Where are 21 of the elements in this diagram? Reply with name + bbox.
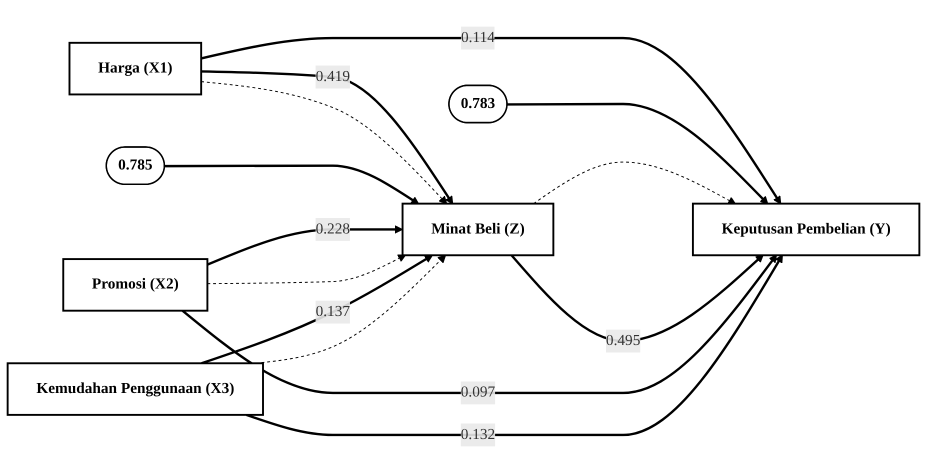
arrow xyxy=(533,162,736,205)
arrow xyxy=(510,254,764,342)
node-box: Kemudahan Penggunaan (X3) xyxy=(6,362,264,416)
arrow xyxy=(182,254,778,394)
arrow xyxy=(206,254,406,284)
node-box: Promosi (X2) xyxy=(62,258,208,312)
arrow xyxy=(164,164,420,205)
arrow xyxy=(246,254,783,436)
edge-label: 0.114 xyxy=(461,29,495,46)
node-box: Minat Beli (Z) xyxy=(402,202,554,256)
node-box: Harga (X1) xyxy=(68,42,202,96)
arrow xyxy=(200,36,782,204)
edge-label: 0.137 xyxy=(316,304,350,320)
edge-label: 0.495 xyxy=(606,332,640,349)
node-box: Keputusan Pembelian (Y) xyxy=(692,202,920,256)
arrow xyxy=(507,102,768,205)
edge-label: 0.097 xyxy=(460,384,496,401)
edge-label: 0.132 xyxy=(460,426,496,443)
arrow xyxy=(201,254,433,364)
edge-label: 0.419 xyxy=(316,68,350,85)
edge-label: 0.228 xyxy=(316,220,350,238)
